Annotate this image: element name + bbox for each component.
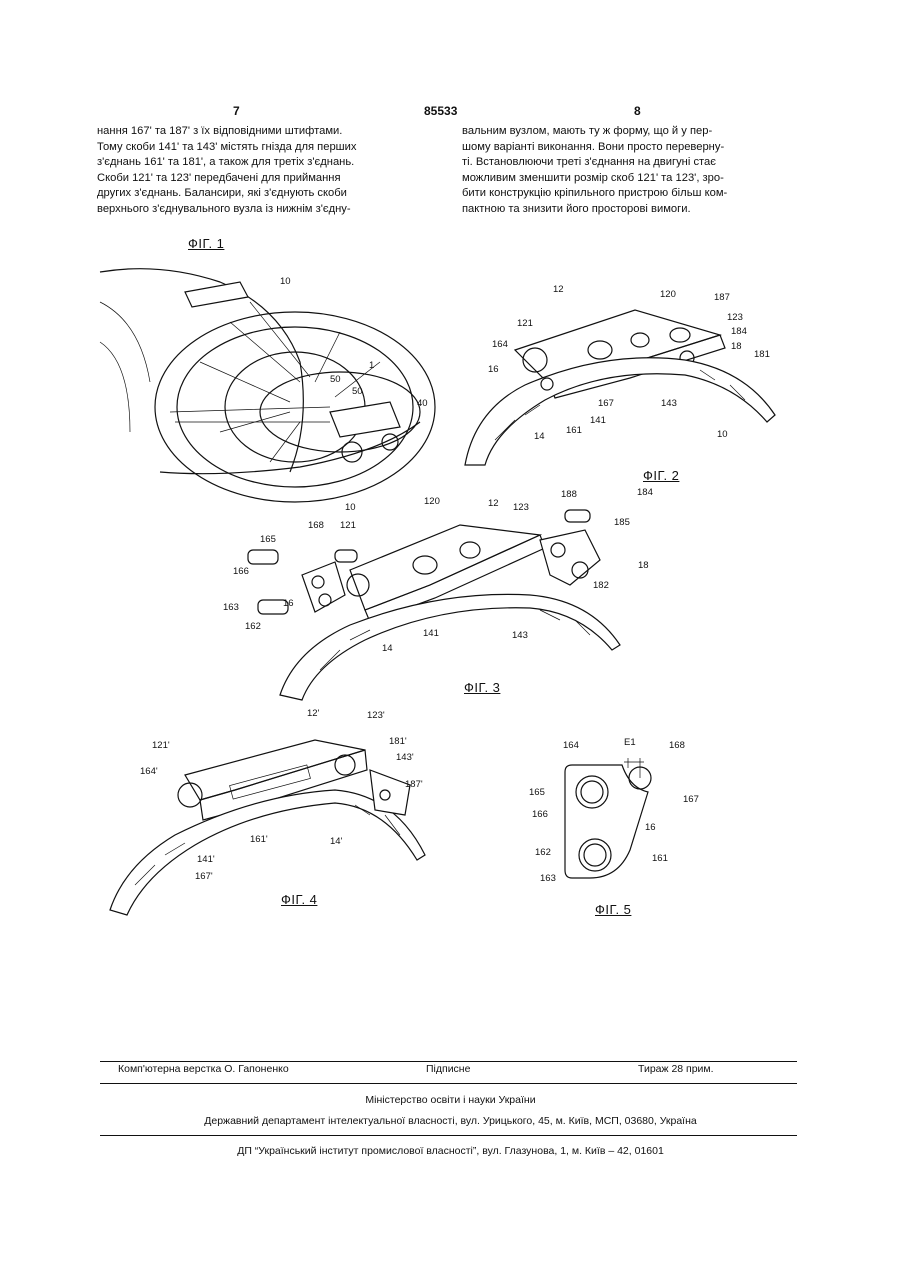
ref-label: E1 [624,737,636,748]
ref-label: 123 [513,502,529,513]
footer-rule-middle [100,1083,797,1084]
text-line: нання 167' та 187' з їх відповідними шти… [97,124,421,140]
ref-label: 164 [563,740,579,751]
footer-ministry: Міністерство освіти і науки України [0,1094,901,1106]
ref-label: 163 [223,602,239,613]
ref-label: 167 [683,794,699,805]
fig3-bracket-drawing [240,500,640,705]
ref-label: 187 [714,292,730,303]
footer-rule-bottom [100,1135,797,1136]
ref-label: 40 [417,398,428,409]
ref-label: 168 [669,740,685,751]
ref-label: 14 [534,431,545,442]
footer-department: Державний департамент інтелектуальної вл… [0,1115,901,1127]
footer-institute: ДП “Український інститут промислової вла… [0,1145,901,1157]
page-number-left: 7 [233,104,240,118]
fig1-label: ФІГ. 1 [188,236,224,251]
text-line: Тому скоби 141' та 143' містять гнізда д… [97,140,421,156]
ref-label: 167' [195,871,213,882]
fig5-label: ФІГ. 5 [595,902,631,917]
ref-label: 181' [389,736,407,747]
ref-label: 50 [330,374,341,385]
text-line: шому варіанті виконання. Вони просто пер… [462,140,790,156]
text-line: вальним вузлом, мають ту ж форму, що й у… [462,124,790,140]
ref-label: 167 [598,398,614,409]
fig4-label: ФІГ. 4 [281,892,317,907]
text-line: з'єднань 161' та 181', а також для треті… [97,155,421,171]
ref-label: 1 [369,360,374,371]
ref-label: 141' [197,854,215,865]
left-text-column: нання 167' та 187' з їх відповідними шти… [97,124,421,218]
ref-label: 18 [638,560,649,571]
ref-label: 10 [717,429,728,440]
ref-label: 161 [566,425,582,436]
ref-label: 123' [367,710,385,721]
ref-label: 182 [593,580,609,591]
fig1-engine-drawing [100,262,440,484]
ref-label: 184 [731,326,747,337]
text-line: других з'єднань. Балансири, які з'єднуют… [97,186,421,202]
ref-label: 162 [245,621,261,632]
ref-label: 165 [529,787,545,798]
right-text-column: вальним вузлом, мають ту ж форму, що й у… [462,124,790,218]
fig2-label: ФІГ. 2 [643,468,679,483]
page-number-right: 8 [634,104,641,118]
ref-label: 164 [492,339,508,350]
ref-label: 188 [561,489,577,500]
ref-label: 12' [307,708,319,719]
text-line: ті. Встановлюючи треті з'єднання на двиг… [462,155,790,171]
ref-label: 143 [661,398,677,409]
footer-circulation: Тираж 28 прим. [638,1063,714,1075]
ref-label: 12 [488,498,499,509]
ref-label: 16 [645,822,656,833]
ref-label: 166 [233,566,249,577]
ref-label: 161 [652,853,668,864]
ref-label: 50 [352,386,363,397]
ref-label: 120 [660,289,676,300]
ref-label: 181 [754,349,770,360]
text-line: пактною та знизити його просторові вимог… [462,202,790,218]
ref-label: 123 [727,312,743,323]
ref-label: 16 [488,364,499,375]
text-line: верхнього з'єднувального вузла із нижнім… [97,202,421,218]
ref-label: 10 [280,276,291,287]
ref-label: 184 [637,487,653,498]
ref-label: 162 [535,847,551,858]
footer-rule-top [100,1061,797,1062]
ref-label: 14' [330,836,342,847]
text-line: можливим зменшити розмір скоб 121' та 12… [462,171,790,187]
ref-label: 164' [140,766,158,777]
patent-number: 85533 [424,104,457,118]
ref-label: 141 [590,415,606,426]
ref-label: 121' [152,740,170,751]
ref-label: 168 [308,520,324,531]
fig3-label: ФІГ. 3 [464,680,500,695]
ref-label: 143' [396,752,414,763]
ref-label: 12 [553,284,564,295]
footer-layout: Комп'ютерна верстка О. Гапоненко [118,1063,289,1075]
ref-label: 143 [512,630,528,641]
footer-signed: Підписне [426,1063,470,1075]
ref-label: 120 [424,496,440,507]
ref-label: 141 [423,628,439,639]
ref-label: 16 [283,598,294,609]
ref-label: 165 [260,534,276,545]
ref-label: 121 [517,318,533,329]
ref-label: 161' [250,834,268,845]
ref-label: 14 [382,643,393,654]
ref-label: 18 [731,341,742,352]
ref-label: 10 [345,502,356,513]
ref-label: 163 [540,873,556,884]
text-line: бити конструкцію кріпильного пристрою бі… [462,186,790,202]
ref-label: 185 [614,517,630,528]
ref-label: 187' [405,779,423,790]
text-line: Скоби 121' та 123' передбачені для прийм… [97,171,421,187]
ref-label: 121 [340,520,356,531]
ref-label: 166 [532,809,548,820]
